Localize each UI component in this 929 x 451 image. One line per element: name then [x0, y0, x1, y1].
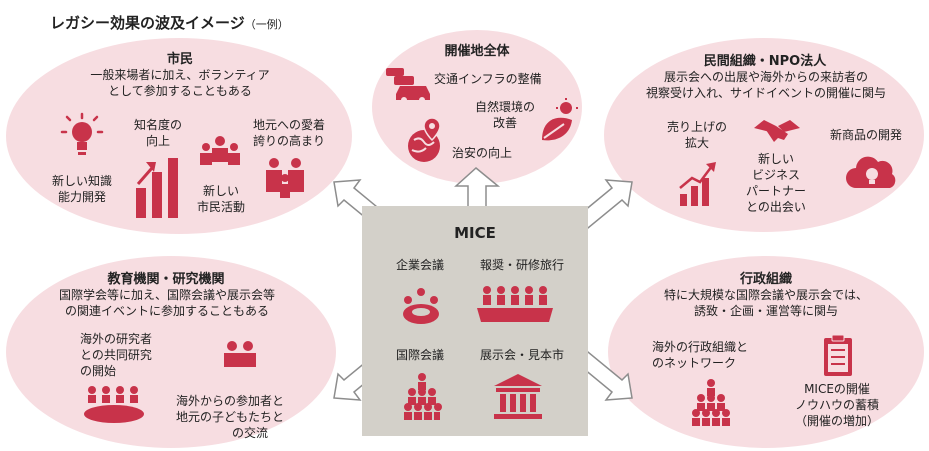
government-knowhow-line1: MICEの開催	[804, 382, 870, 396]
private-heading: 民間組織・NPO法人	[703, 54, 827, 69]
private-desc-line1: 展示会への出展や海外からの来訪者の	[663, 70, 868, 84]
citizens-knowledge-line1: 新しい知識	[51, 174, 112, 188]
meeting-table-icon	[403, 288, 439, 324]
researchers-icon	[224, 341, 256, 367]
education-heading: 教育機関・研究機関	[107, 272, 225, 287]
mice-box	[362, 206, 588, 436]
citizens-activity-line1: 新しい	[202, 184, 239, 198]
private-sales-line1: 売り上げの	[666, 120, 727, 134]
family-icon	[266, 158, 304, 198]
diagram-title: レガシー効果の波及イメージ（一例）	[50, 12, 289, 33]
education-exchange-line3: の交流	[232, 426, 269, 440]
education-research-line3: の開始	[80, 364, 117, 378]
government-network-line1: 海外の行政組織と	[652, 340, 749, 354]
private-partner-line2: ビジネス	[751, 168, 800, 182]
government-ellipse	[608, 256, 924, 448]
region-ellipse	[372, 30, 582, 184]
region-environment-line2: 改善	[492, 116, 517, 130]
globe-pin-icon	[408, 117, 441, 162]
citizens-pride-line2: 誇りの高まり	[252, 134, 325, 148]
government-heading: 行政組織	[739, 272, 792, 287]
citizens-knowledge-line2: 能力開発	[57, 190, 106, 204]
private-partner-line4: との出会い	[746, 200, 806, 214]
private-sales-line2: 拡大	[684, 136, 709, 150]
private-ellipse	[604, 38, 924, 232]
title-sub: （一例）	[244, 18, 289, 31]
education-exchange-line2: 地元の子どもたちと	[176, 410, 285, 424]
mice-item-corporate-meeting: 企業会議	[396, 258, 445, 272]
citizens-recognition-line1: 知名度の	[133, 118, 182, 132]
citizens-recognition-line2: 向上	[145, 134, 170, 148]
education-research-line2: との共同研究	[80, 348, 152, 362]
mice-item-international-conference: 国際会議	[396, 348, 445, 362]
citizens-activity-line2: 市民活動	[196, 200, 245, 214]
government-knowhow-line3: （開催の増加）	[794, 414, 879, 428]
audience-seating-icon	[477, 286, 553, 322]
private-new-product: 新商品の開発	[830, 128, 903, 142]
region-transport: 交通インフラの整備	[434, 72, 542, 86]
conference-table-icon	[84, 386, 144, 423]
citizens-desc-line2: として参加することもある	[108, 84, 252, 98]
private-partner-line3: パートナー	[745, 184, 806, 198]
private-desc-line2: 視察受け入れ、サイドイベントの開催に関与	[645, 86, 887, 100]
education-ellipse	[6, 256, 336, 448]
citizens-heading: 市民	[166, 52, 193, 67]
mice-item-exhibition: 展示会・見本市	[480, 348, 565, 362]
government-desc-line1: 特に大規模な国際会議や展示会では、	[663, 288, 868, 302]
handshake-icon	[754, 120, 800, 142]
government-network-line2: のネットワーク	[652, 356, 737, 370]
officials-crowd-icon	[692, 379, 730, 426]
traffic-cars-icon	[386, 68, 430, 103]
idea-cloud-icon	[846, 156, 896, 188]
mice-item-incentive-travel: 報奨・研修旅行	[480, 258, 565, 272]
leaf-sun-icon	[542, 98, 578, 141]
rising-bars-icon	[679, 162, 716, 206]
lightbulb-icon	[60, 112, 104, 155]
education-exchange-line1: 海外からの参加者と	[176, 394, 285, 408]
education-research-line1: 海外の研究者	[80, 332, 153, 346]
people-group-icon	[200, 136, 240, 165]
education-desc-line1: 国際学会等に加え、国際会議や展示会等	[58, 288, 275, 302]
region-heading: 開催地全体	[444, 44, 510, 59]
citizens-pride-line1: 地元への愛着	[252, 118, 325, 132]
title-main: レガシー効果の波及イメージ	[50, 14, 245, 32]
region-environment-line1: 自然環境の	[474, 100, 535, 114]
bar-growth-icon	[136, 158, 178, 218]
region-safety: 治安の向上	[452, 146, 513, 160]
citizens-desc-line1: 一般来場者に加え、ボランティア	[90, 68, 270, 82]
exhibition-hall-icon	[494, 374, 542, 419]
private-partner-line1: 新しい	[757, 152, 794, 166]
education-desc-line2: の関連イベントに参加することもある	[64, 304, 269, 318]
citizens-ellipse	[6, 38, 352, 234]
crowd-icon	[404, 373, 442, 420]
government-knowhow-line2: ノウハウの蓄積	[794, 398, 879, 412]
clipboard-checklist-icon	[824, 334, 852, 376]
government-desc-line2: 誘致・企画・運営等に関与	[693, 304, 838, 318]
mice-label: MICE	[454, 224, 496, 242]
